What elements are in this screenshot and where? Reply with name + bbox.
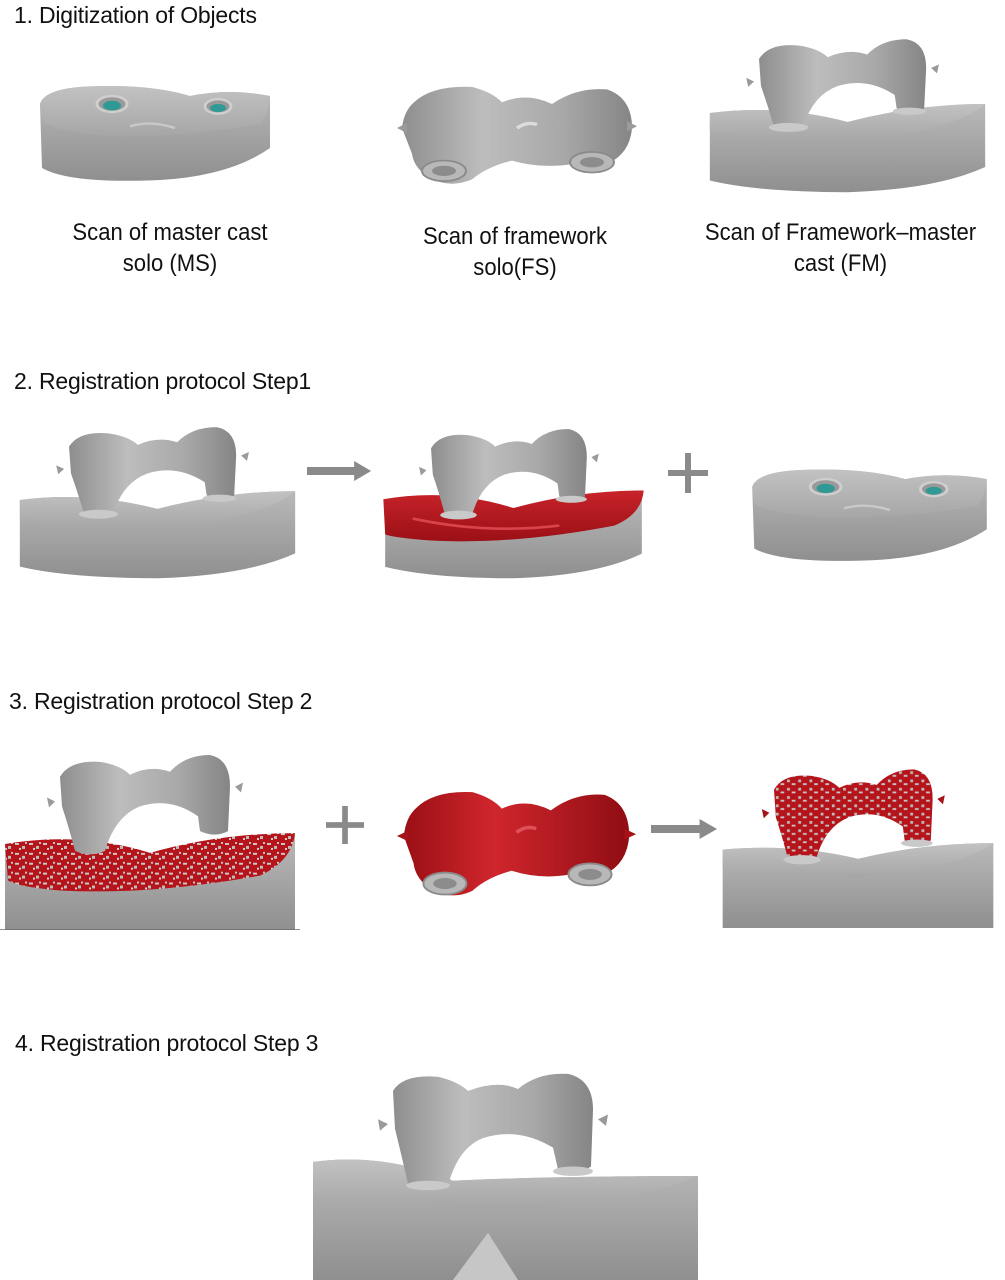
caption-framework-solo: Scan of framework solo(FS) bbox=[382, 221, 649, 283]
master-cast-solo-scan bbox=[30, 72, 280, 184]
caption-framework-master-cast: Scan of Framework–master cast (FM) bbox=[682, 217, 999, 279]
framework-master-cast-scan bbox=[700, 32, 995, 194]
caption-master-cast-solo: Scan of master cast solo (MS) bbox=[37, 217, 304, 279]
plus-icon bbox=[668, 453, 708, 493]
caption-line-2: solo (MS) bbox=[122, 250, 218, 277]
framework-master-cast-scan bbox=[10, 420, 305, 580]
section-4-heading: 4. Registration protocol Step 3 bbox=[15, 1030, 319, 1056]
framework-master-cast-red-base bbox=[376, 422, 651, 580]
arrow-right-icon bbox=[307, 461, 373, 481]
master-cast-solo-scan bbox=[742, 456, 997, 564]
caption-line-2: solo(FS) bbox=[473, 254, 557, 281]
framework-solo-red-scan bbox=[394, 772, 639, 900]
caption-line-2: cast (FM) bbox=[793, 250, 888, 277]
caption-line-1: Scan of master cast bbox=[72, 219, 268, 246]
framework-speckled-on-master-cast bbox=[718, 762, 998, 928]
section-3-heading: 3. Registration protocol Step 2 bbox=[9, 688, 313, 714]
framework-solo-scan bbox=[392, 68, 642, 188]
arrow-right-icon bbox=[651, 819, 719, 839]
section-1-heading: 1. Digitization of Objects bbox=[14, 2, 257, 28]
section-2-heading: 2. Registration protocol Step1 bbox=[14, 368, 312, 394]
framework-master-cast-speckled-base bbox=[0, 752, 300, 930]
plus-icon bbox=[326, 806, 364, 844]
caption-line-1: Scan of Framework–master bbox=[704, 219, 977, 246]
caption-line-1: Scan of framework bbox=[422, 223, 608, 250]
final-registered-framework-master-cast bbox=[303, 1072, 703, 1280]
